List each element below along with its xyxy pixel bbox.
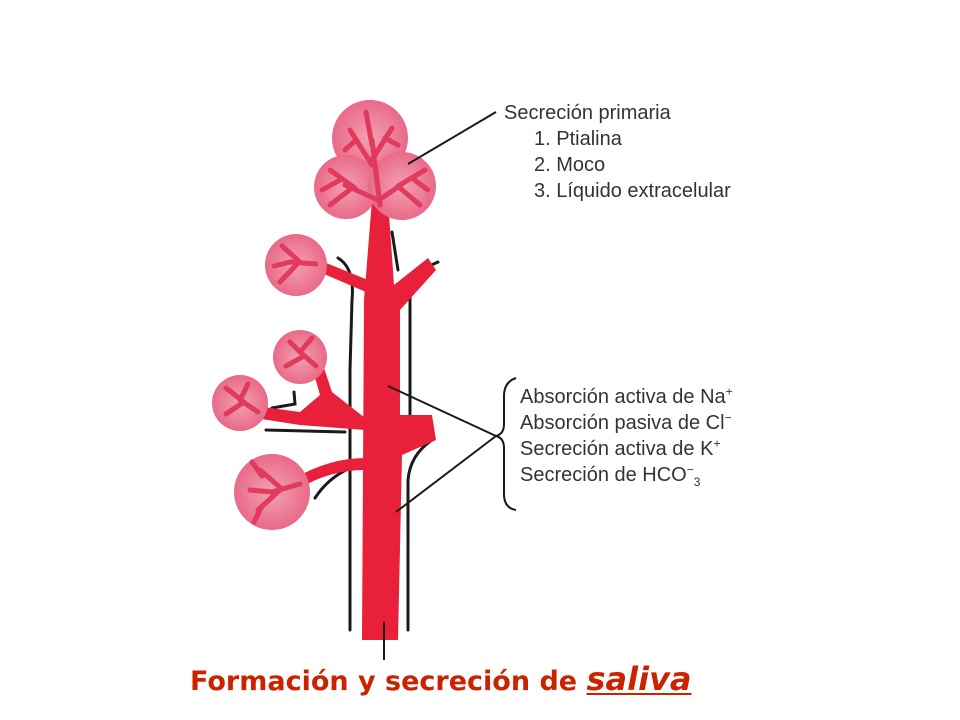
acinar-ductules	[223, 109, 431, 525]
branch-middle	[255, 356, 365, 430]
leader-lower-duct	[395, 435, 497, 513]
caption: Formación y secreción de saliva	[190, 660, 692, 698]
label-na-absorption: Absorción activa de Na+	[520, 384, 733, 408]
label-cl-absorption: Absorción pasiva de Cl−	[520, 410, 732, 434]
label-moco: 2. Moco	[534, 154, 606, 176]
leader-upper-duct	[387, 385, 497, 437]
caption-text: Formación y secreción de	[190, 666, 587, 697]
label-k-secretion: Secreción activa de K+	[520, 436, 721, 460]
label-ptialina: 1. Ptialina	[534, 128, 622, 150]
label-primary-secretion: Secreción primaria	[504, 102, 671, 124]
leader-primary	[407, 111, 497, 165]
curly-brace	[495, 377, 517, 511]
branch-lower	[295, 458, 365, 488]
leader-lines	[383, 111, 517, 660]
main-duct	[362, 200, 436, 640]
label-hco3-secretion: Secreción de HCO−3	[520, 462, 701, 489]
label-extracellular-fluid: 3. Líquido extracelular	[534, 180, 731, 202]
caption-emphasis: saliva	[586, 660, 692, 698]
